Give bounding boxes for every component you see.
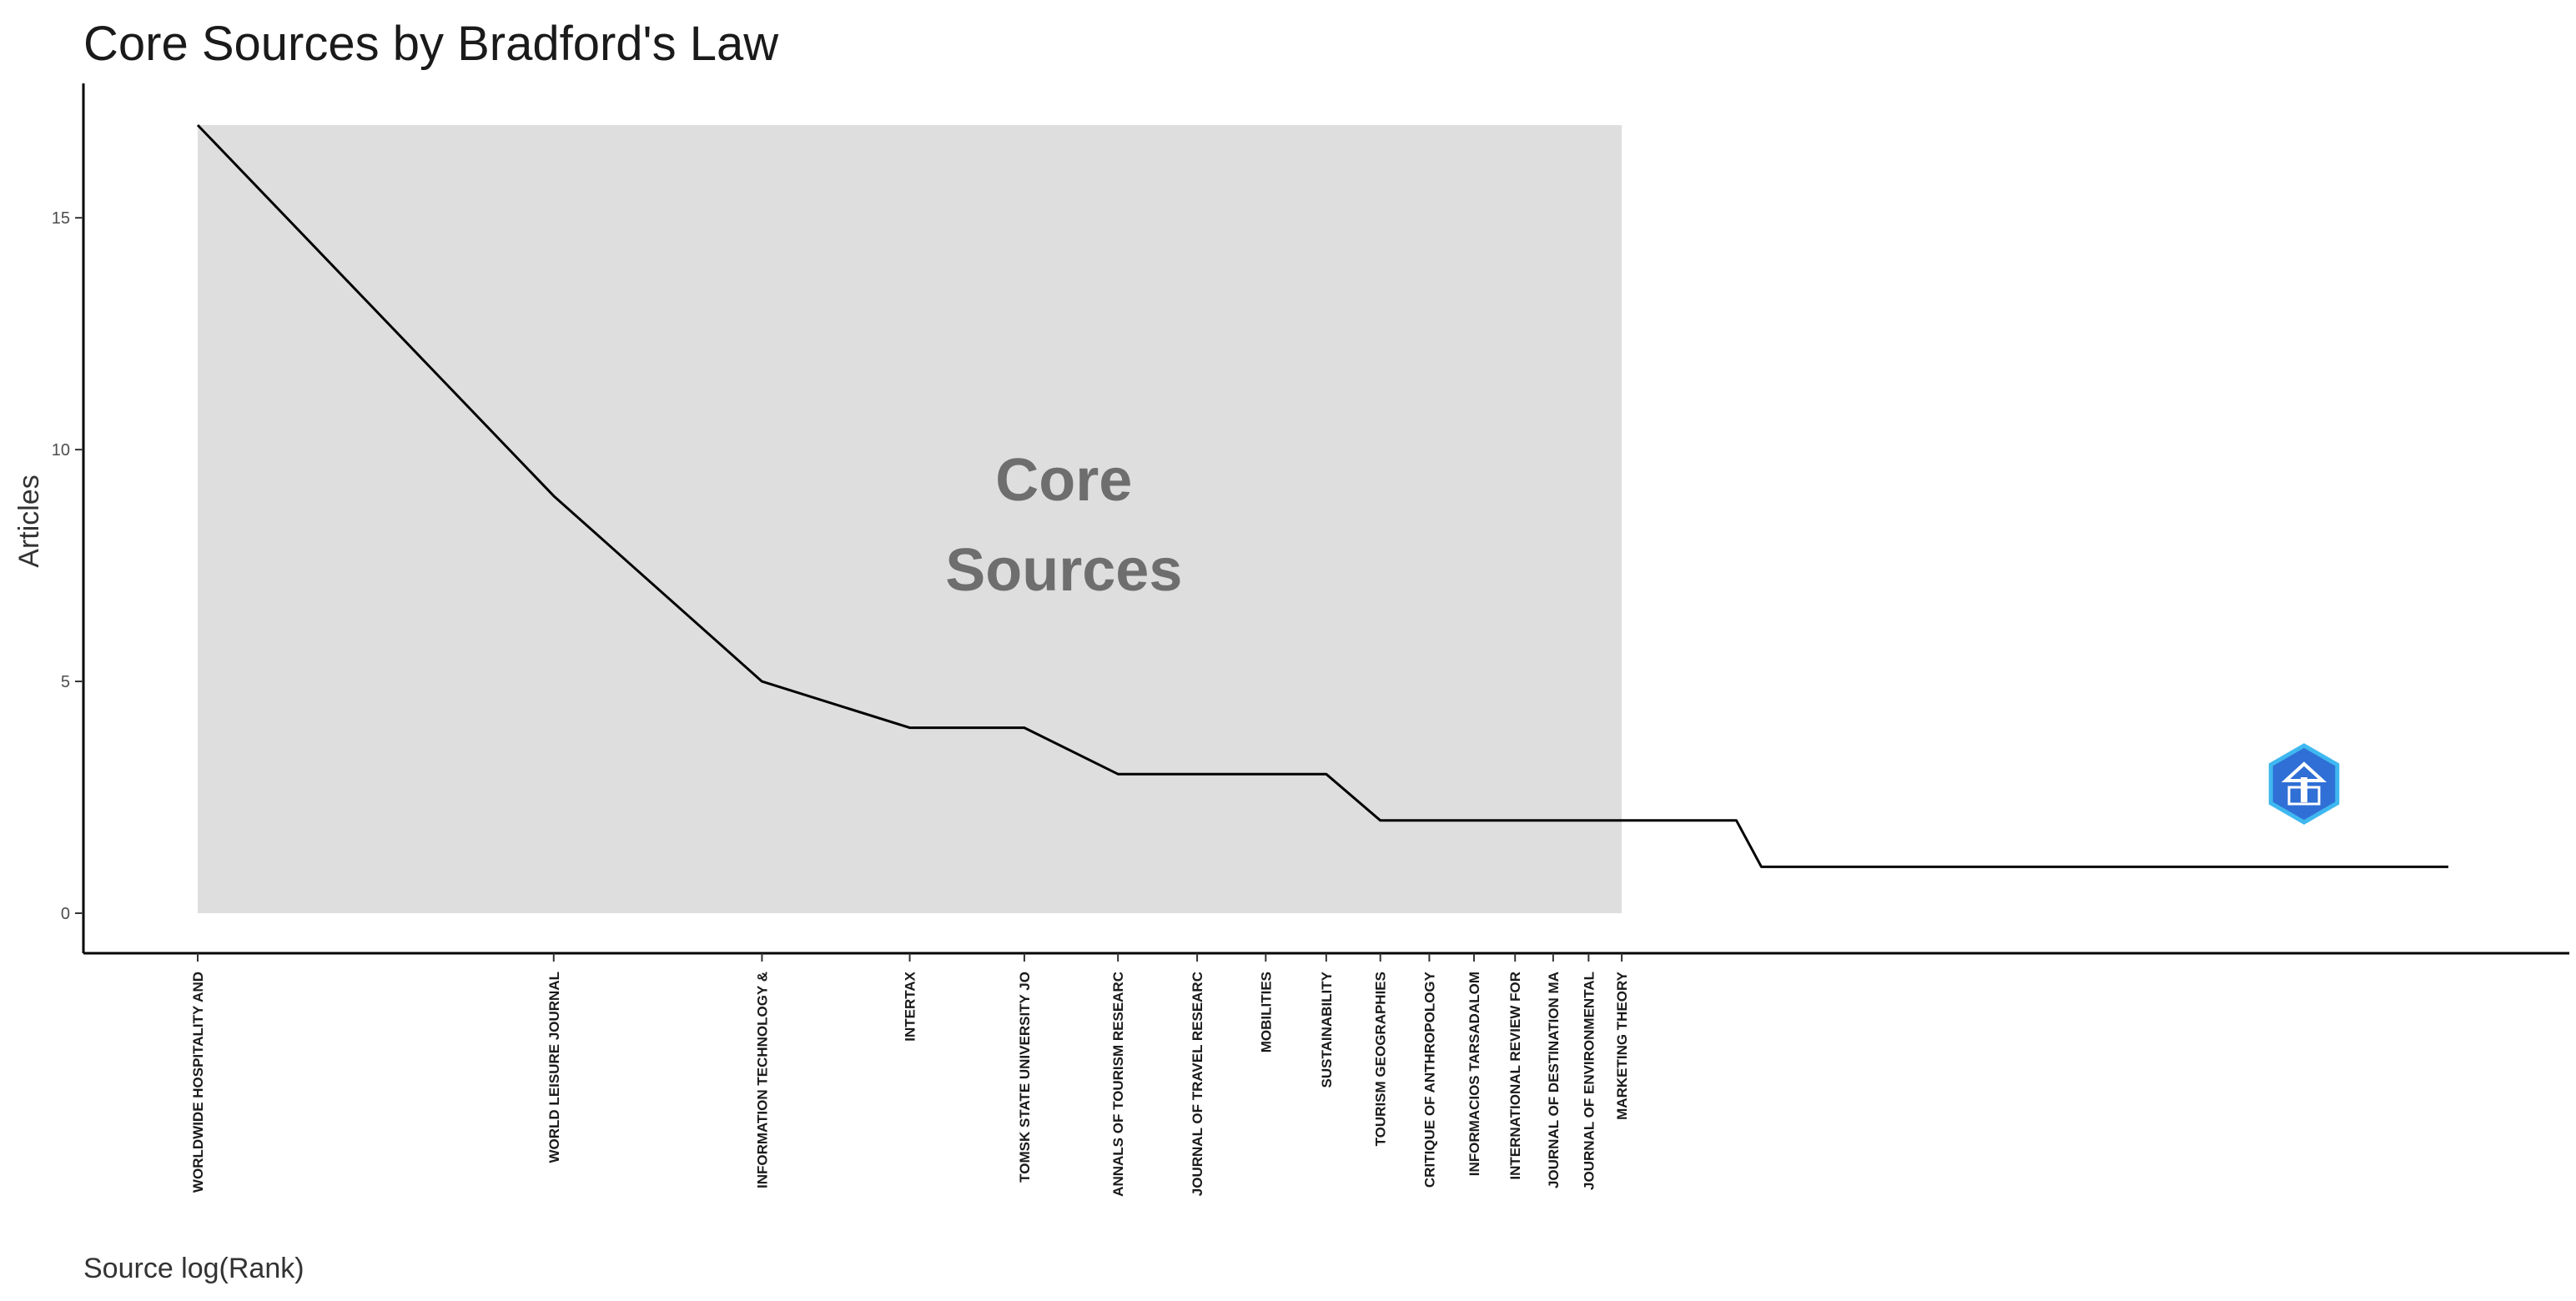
x-tick-label: JOURNAL OF DESTINATION MA xyxy=(1546,972,1562,1188)
x-tick-label: INFORMACIOS TARSADALOM xyxy=(1467,972,1482,1176)
series-line xyxy=(196,123,2448,868)
x-tick-label: JOURNAL OF TRAVEL RESEARC xyxy=(1190,972,1205,1196)
chart-title: Core Sources by Bradford's Law xyxy=(83,17,779,71)
x-tick-label: CRITIQUE OF ANTHROPOLOGY xyxy=(1421,971,1437,1188)
x-tick-label: JOURNAL OF ENVIRONMENTAL xyxy=(1581,972,1597,1190)
core-zone-rect xyxy=(198,125,1623,913)
x-tick-label: WORLD LEISURE JOURNAL xyxy=(546,972,562,1163)
x-tick-label: INFORMATION TECHNOLOGY & xyxy=(754,972,770,1188)
pillar-shape xyxy=(2301,777,2307,802)
y-tick-label: 5 xyxy=(61,673,70,691)
y-axis-label: Articles xyxy=(13,475,45,567)
x-axis-ticks: WORLDWIDE HOSPITALITY AND WORLD LEISURE J… xyxy=(190,953,1630,1197)
core-zone-label-line: Core xyxy=(995,447,1132,514)
core-zone-label-line: Sources xyxy=(945,537,1182,604)
book-shape xyxy=(2287,786,2321,806)
x-tick-label: INTERNATIONAL REVIEW FOR xyxy=(1507,972,1523,1180)
x-axis-label: Source log(Rank) xyxy=(83,1253,304,1284)
x-tick-label: ANNALS OF TOURISM RESEARC xyxy=(1110,972,1126,1197)
y-tick-label: 10 xyxy=(52,441,70,460)
series-line-group xyxy=(196,123,2448,868)
x-tick-label: MOBILITIES xyxy=(1258,972,1274,1052)
y-tick-label: 0 xyxy=(61,905,70,923)
x-tick-label: SUSTAINABILITY xyxy=(1319,971,1335,1088)
x-tick-label: INTERTAX xyxy=(903,971,918,1041)
x-tick-label: TOURISM GEOGRAPHIES xyxy=(1373,972,1389,1146)
x-tick-label: MARKETING THEORY xyxy=(1614,971,1630,1120)
y-tick-label: 15 xyxy=(52,209,70,228)
x-tick-label: WORLDWIDE HOSPITALITY AND xyxy=(190,972,206,1193)
hexagon-logo-icon xyxy=(2268,743,2340,825)
y-axis-ticks: 0 5 10 15 xyxy=(52,209,83,923)
x-tick-label: TOMSK STATE UNIVERSITY JO xyxy=(1017,972,1033,1183)
